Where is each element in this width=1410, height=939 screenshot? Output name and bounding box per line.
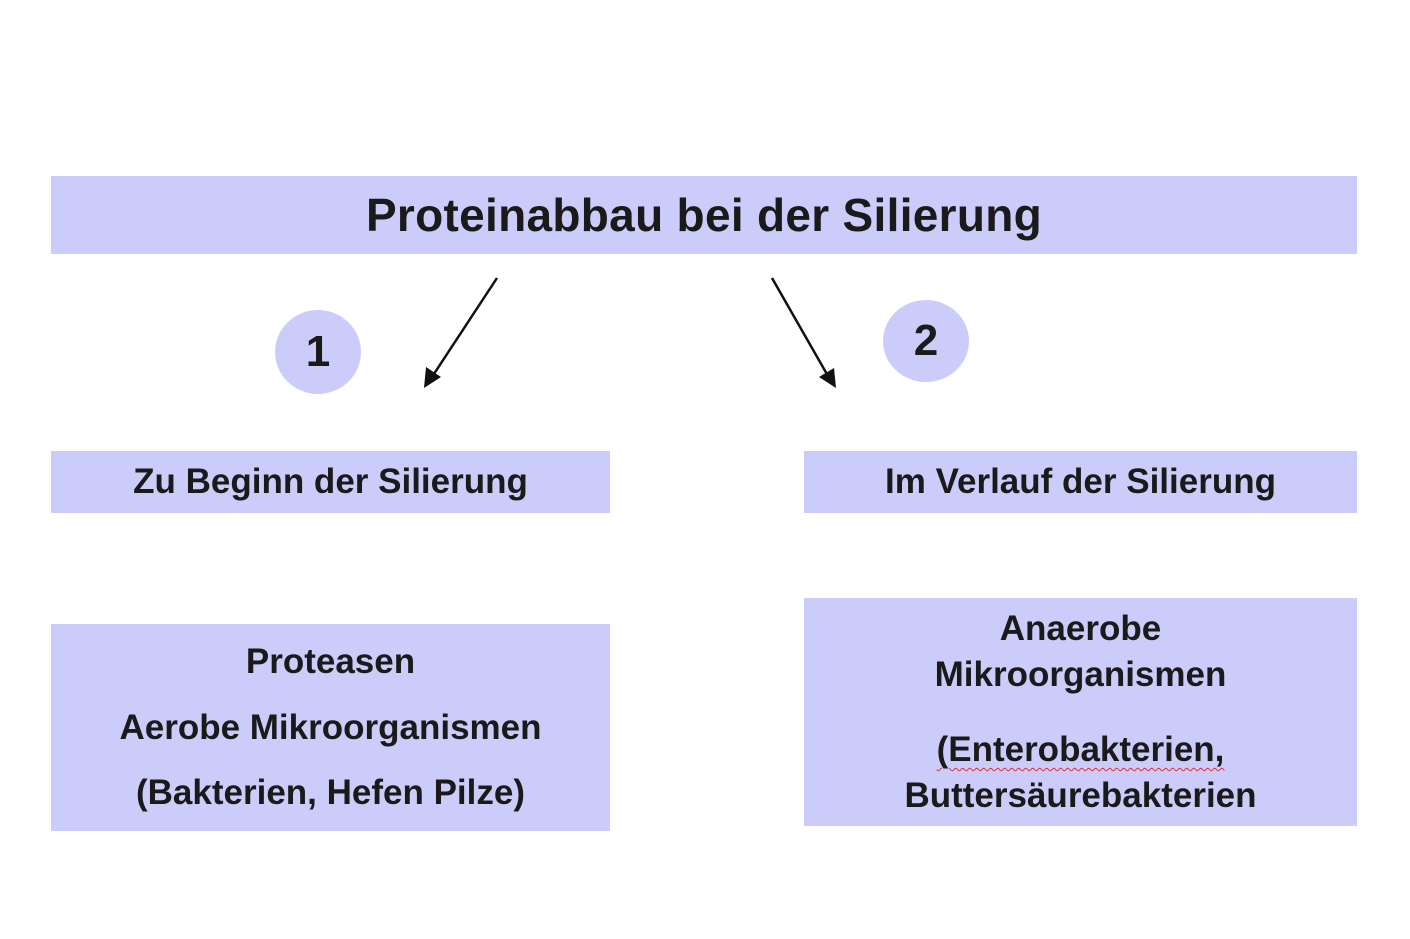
arrow-left-head bbox=[424, 367, 441, 388]
later-agents-group-1: Anaerobe Mikroorganismen bbox=[935, 606, 1227, 697]
phase-later-box: Im Verlauf der Silierung bbox=[804, 451, 1357, 513]
arrow-right bbox=[770, 277, 834, 384]
step-2-circle: 2 bbox=[883, 300, 969, 382]
spellcheck-underlined-word: (Enterobakterien, bbox=[936, 730, 1225, 769]
early-agents-line-3: (Bakterien, Hefen Pilze) bbox=[136, 773, 525, 813]
early-agents-line-2: Aerobe Mikroorganismen bbox=[119, 707, 542, 747]
step-1-number: 1 bbox=[305, 327, 331, 376]
step-1-circle: 1 bbox=[275, 310, 361, 394]
later-agents-line-4: Buttersäurebakterien bbox=[904, 775, 1257, 815]
later-agents-box: Anaerobe Mikroorganismen (Enterobakterie… bbox=[804, 598, 1357, 826]
early-agents-line-1: Proteasen bbox=[245, 642, 416, 682]
phase-later-label: Im Verlauf der Silierung bbox=[885, 462, 1276, 501]
arrow-left bbox=[426, 277, 499, 384]
later-agents-group-2: (Enterobakterien, Buttersäurebakterien bbox=[904, 727, 1256, 818]
title-text: Proteinabbau bei der Silierung bbox=[365, 189, 1043, 241]
later-agents-line-3: (Enterobakterien, bbox=[904, 727, 1256, 773]
early-agents-box: Proteasen Aerobe Mikroorganismen (Bakter… bbox=[51, 624, 610, 831]
phase-early-box: Zu Beginn der Silierung bbox=[51, 451, 610, 513]
arrow-right-head bbox=[819, 368, 836, 388]
step-2-number: 2 bbox=[913, 316, 939, 365]
later-agents-line-2: Mikroorganismen bbox=[934, 654, 1227, 694]
diagram-title: Proteinabbau bei der Silierung bbox=[51, 176, 1357, 254]
later-agents-line-1: Anaerobe bbox=[999, 609, 1162, 648]
phase-early-label: Zu Beginn der Silierung bbox=[133, 462, 528, 501]
